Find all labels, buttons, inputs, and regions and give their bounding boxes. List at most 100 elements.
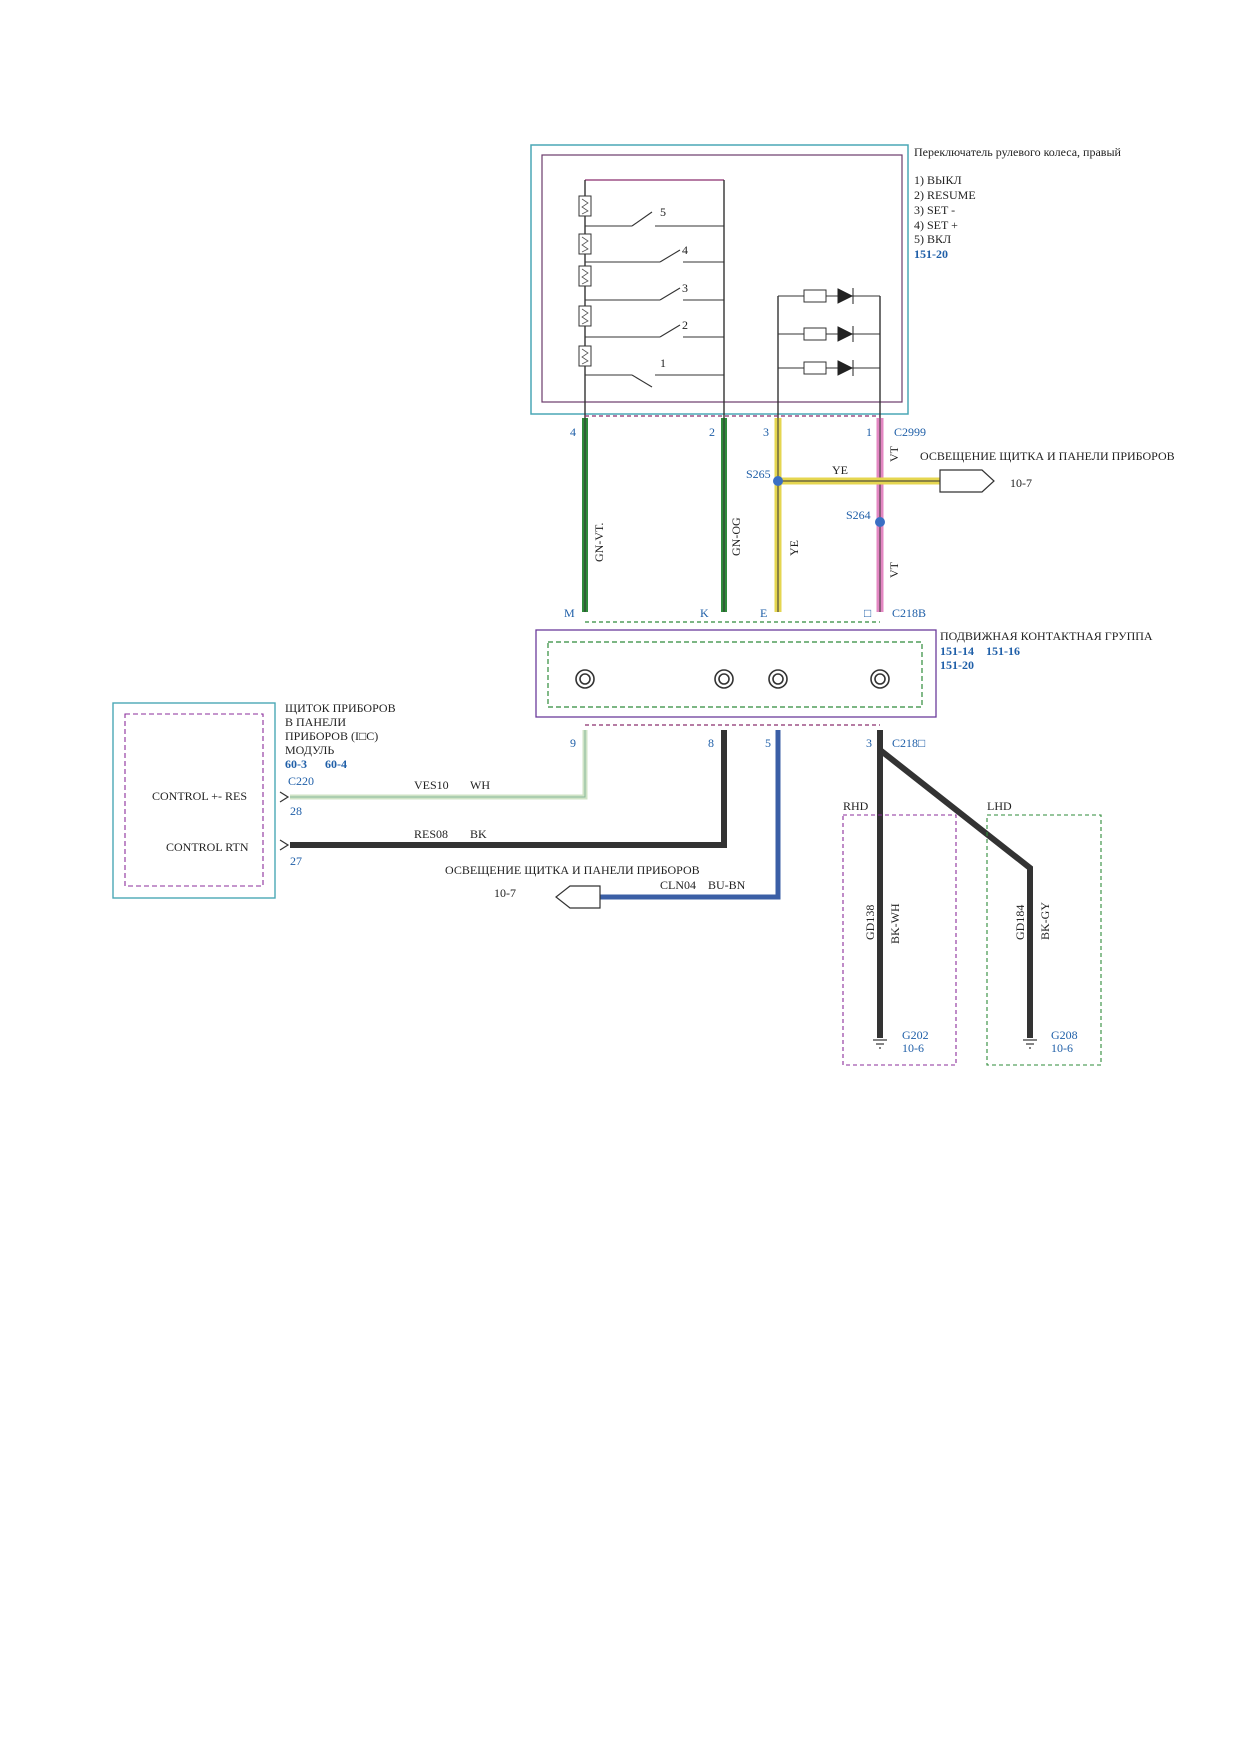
rhd-title: RHD (843, 799, 869, 813)
switch-title: Переключатель рулевого колеса, правый (914, 145, 1122, 159)
illumination-top-arrow (939, 469, 995, 493)
switch-position-4: 4) SET + (914, 218, 958, 232)
switch-outer-frame (530, 144, 909, 415)
switch-ref: 151-20 (914, 247, 948, 261)
c218b-label: C218B (892, 606, 926, 620)
clockspring-ref-2: 151-16 (986, 644, 1020, 658)
clockspring-title: ПОДВИЖНАЯ КОНТАКТНАЯ ГРУППА (940, 629, 1153, 643)
switch-inner-frame (541, 154, 903, 403)
wire-label-bk: BK (470, 827, 487, 841)
illumination-bottom-label: ОСВЕЩЕНИЕ ЩИТКА И ПАНЕЛИ ПРИБОРОВ (445, 863, 700, 877)
switch-number-1: 1 (660, 356, 666, 370)
lhd-circuit: GD184 (1013, 905, 1027, 940)
wire-label-ye: YE (787, 540, 801, 556)
illumination-top-ref: 10-7 (1010, 476, 1032, 490)
c218-pin-5: 5 (765, 736, 771, 750)
cluster-pin-28-label: CONTROL +- RES (152, 789, 247, 803)
switch-position-3: 3) SET - (914, 203, 955, 217)
clockspring-ref-1: 151-14 (940, 644, 974, 658)
splice-s264-label: S264 (846, 508, 871, 522)
cluster-connector: C220 (288, 774, 314, 788)
bottom-wires: VES10 WH RES08 BK CLN04 BU-BN ОСВЕЩЕНИЕ … (290, 730, 781, 909)
clockspring-box: ПОДВИЖНАЯ КОНТАКТНАЯ ГРУППА 151-14 151-1… (535, 629, 1153, 718)
cluster-title-4: МОДУЛЬ (285, 743, 334, 757)
ground-wires (877, 730, 1033, 1038)
c2999-pin-2: 2 (709, 425, 715, 439)
clockspring-outer-frame (535, 629, 937, 718)
wire-label-cln04: CLN04 (660, 878, 696, 892)
lhd-color: BK-GY (1038, 902, 1052, 940)
c218-label: C218□ (892, 736, 925, 750)
c2999-pin-1: 1 (866, 425, 872, 439)
c218b-pin-4: □ (864, 606, 871, 620)
ground-g208-icon (1023, 1039, 1037, 1049)
cluster-pin-28: 28 (290, 804, 302, 818)
splice-s265 (773, 476, 783, 486)
instrument-cluster: ЩИТОК ПРИБОРОВ В ПАНЕЛИ ПРИБОРОВ (I□C) М… (112, 701, 396, 899)
cluster-outer-frame (112, 702, 276, 899)
switch-contacts (585, 211, 724, 388)
switch-position-1: 1) ВЫКЛ (914, 173, 962, 187)
splice-s265-label: S265 (746, 467, 771, 481)
cluster-ref-2: 60-4 (325, 757, 347, 771)
steering-wheel-switch: 5 4 3 2 1 Переключатель рулевого (530, 144, 1122, 418)
switch-position-5: 5) ВКЛ (914, 232, 951, 246)
wire-label-ye-branch: YE (832, 463, 848, 477)
cluster-pin-27-label: CONTROL RTN (166, 840, 249, 854)
illumination-bottom-arrow (555, 885, 601, 909)
led-indicators (777, 288, 881, 418)
wire-label-wh: WH (470, 778, 490, 792)
switch-number-4: 4 (682, 243, 688, 257)
c2999-pin-3: 3 (763, 425, 769, 439)
wire-label-vt-lower: VT (887, 561, 901, 578)
c218-pin-9: 9 (570, 736, 576, 750)
switch-position-2: 2) RESUME (914, 188, 976, 202)
connector-c218: 9 8 5 3 C218□ (570, 724, 925, 750)
ground-g202-icon (873, 1039, 887, 1049)
lhd-ground: G208 (1051, 1028, 1078, 1042)
rhd-box: RHD GD138 BK-WH G202 10-6 (842, 799, 957, 1066)
lhd-title: LHD (987, 799, 1012, 813)
wire-label-vt-upper: VT (887, 445, 901, 462)
wire-label-res08: RES08 (414, 827, 448, 841)
connector-c218b: M K E □ C218B (564, 606, 926, 623)
lhd-ref: 10-6 (1051, 1041, 1073, 1055)
wire-label-gn-og: GN-OG (729, 517, 743, 556)
cluster-title-1: ЩИТОК ПРИБОРОВ (285, 701, 396, 715)
clockspring-contacts (575, 669, 890, 689)
lhd-frame (986, 814, 1102, 1066)
splice-s264 (875, 517, 885, 527)
rhd-circuit: GD138 (863, 905, 877, 940)
clockspring-ref-3: 151-20 (940, 658, 974, 672)
c2999-pin-4: 4 (570, 425, 576, 439)
cluster-title-2: В ПАНЕЛИ (285, 715, 346, 729)
c218-pin-8: 8 (708, 736, 714, 750)
connector-c2999: 4 2 3 1 C2999 (570, 415, 926, 439)
switch-resistors (578, 195, 592, 367)
rhd-frame (842, 814, 957, 1066)
top-wires: GN-VT. GN-OG YE VT VT YE S265 S264 ОСВЕЩ… (582, 418, 1175, 612)
illumination-bottom-ref: 10-7 (494, 886, 516, 900)
switch-number-2: 2 (682, 318, 688, 332)
cluster-ref-1: 60-3 (285, 757, 307, 771)
c218b-pin-k: K (700, 606, 709, 620)
illumination-top-label: ОСВЕЩЕНИЕ ЩИТКА И ПАНЕЛИ ПРИБОРОВ (920, 449, 1175, 463)
wire-label-bu-bn: BU-BN (708, 878, 746, 892)
lhd-box: LHD GD184 BK-GY G208 10-6 (986, 799, 1102, 1066)
cluster-title-3: ПРИБОРОВ (I□C) (285, 729, 378, 743)
wire-label-ves10: VES10 (414, 778, 449, 792)
clockspring-inner-frame (547, 641, 923, 708)
c218-pin-3: 3 (866, 736, 872, 750)
c2999-label: C2999 (894, 425, 926, 439)
switch-number-3: 3 (682, 281, 688, 295)
rhd-ground: G202 (902, 1028, 929, 1042)
wire-label-gn-vt: GN-VT. (592, 523, 606, 562)
cluster-pin-27: 27 (290, 854, 302, 868)
c218b-pin-m: M (564, 606, 575, 620)
switch-number-5: 5 (660, 205, 666, 219)
c218b-pin-e: E (760, 606, 767, 620)
cluster-inner-frame (124, 713, 264, 887)
rhd-ref: 10-6 (902, 1041, 924, 1055)
rhd-color: BK-WH (888, 903, 902, 944)
